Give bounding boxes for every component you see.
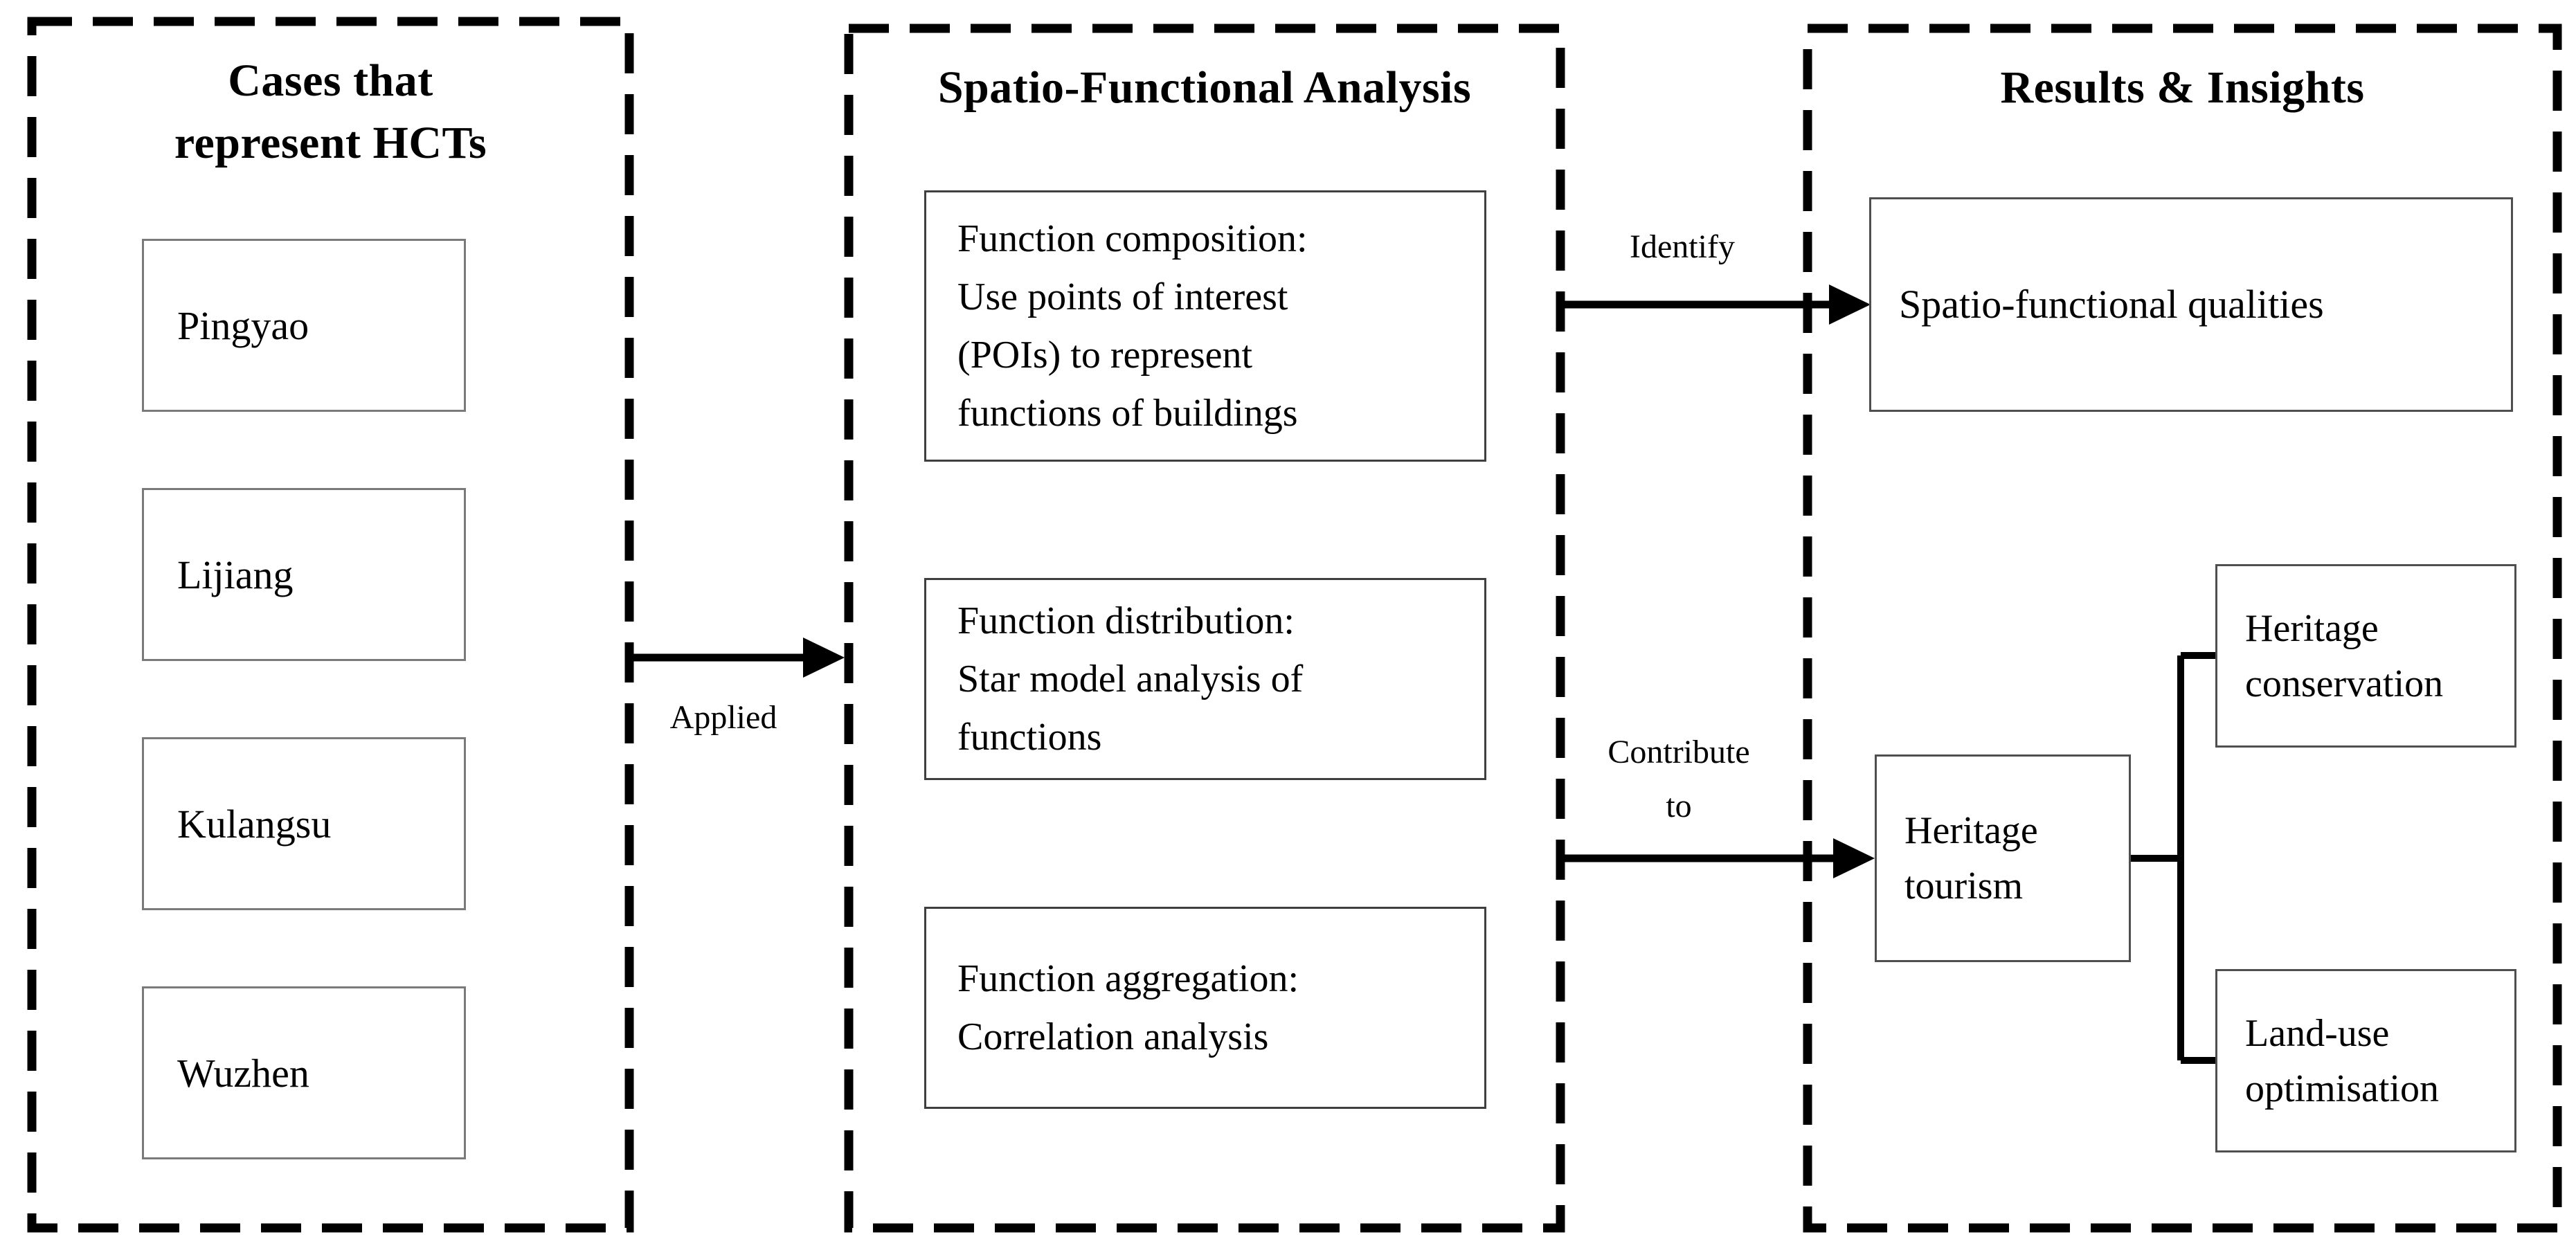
box-line: Heritage [2245, 606, 2379, 650]
spatio-functional-qualities-box: Spatio-functional qualities [1869, 197, 2513, 412]
results-panel-title: Results & Insights [2000, 62, 2365, 113]
box-line: Function distribution: [957, 599, 1295, 642]
identify-arrow-icon [1565, 284, 1871, 325]
box-line: Function composition: [957, 217, 1308, 260]
case-box-label: Pingyao [177, 302, 309, 348]
heritage-tourism-box: Heritage tourism [1875, 754, 2131, 962]
box-line: functions of buildings [957, 392, 1298, 435]
function-distribution-box: Function distribution: Star model analys… [924, 578, 1486, 780]
case-box-kulangsu: Kulangsu [142, 737, 466, 910]
box-line: Spatio-functional qualities [1899, 282, 2324, 327]
function-composition-box: Function composition: Use points of inte… [924, 190, 1486, 462]
box-line: (POIs) to represent [957, 334, 1253, 377]
box-line: Star model analysis of [957, 658, 1304, 700]
contribute-arrow-label-line: to [1666, 788, 1692, 824]
box-line: conservation [2245, 662, 2444, 705]
cases-panel-title-line: Cases that [228, 55, 433, 106]
box-line: optimisation [2245, 1067, 2439, 1110]
case-box-pingyao: Pingyao [142, 239, 466, 412]
analysis-panel-frame [844, 24, 1565, 1233]
function-aggregation-box: Function aggregation: Correlation analys… [924, 907, 1486, 1109]
case-box-label: Kulangsu [177, 801, 332, 847]
applied-arrow-label: Applied [669, 699, 777, 736]
applied-arrow-icon [633, 637, 845, 678]
box-line: Land-use [2245, 1011, 2390, 1055]
cases-panel-frame [27, 17, 634, 1233]
case-box-label: Lijiang [177, 552, 294, 597]
cases-panel-title: Cases that represent HCTs [28, 50, 633, 174]
box-line: Correlation analysis [957, 1015, 1269, 1058]
identify-arrow-label: Identify [1630, 228, 1735, 265]
box-line: functions [957, 716, 1102, 759]
case-box-label: Wuzhen [177, 1050, 309, 1096]
box-line: tourism [1904, 865, 2024, 907]
case-box-wuzhen: Wuzhen [142, 986, 466, 1159]
box-line: Use points of interest [957, 275, 1288, 318]
contribute-arrow-icon [1565, 838, 1875, 878]
box-line: Function aggregation: [957, 957, 1299, 1000]
land-use-optimisation-box: Land-use optimisation [2215, 969, 2516, 1152]
cases-panel-title-line: represent HCTs [174, 118, 487, 168]
analysis-panel-title: Spatio-Functional Analysis [937, 62, 1472, 113]
contribute-arrow-label-line: Contribute [1607, 734, 1750, 770]
results-panel-frame [1803, 24, 2562, 1233]
box-line: Heritage [1904, 809, 2038, 852]
contribute-arrow-label: Contribute to [1568, 725, 1790, 833]
tourism-branch-connector [2131, 652, 2215, 1064]
heritage-conservation-box: Heritage conservation [2215, 564, 2516, 748]
case-box-lijiang: Lijiang [142, 488, 466, 661]
